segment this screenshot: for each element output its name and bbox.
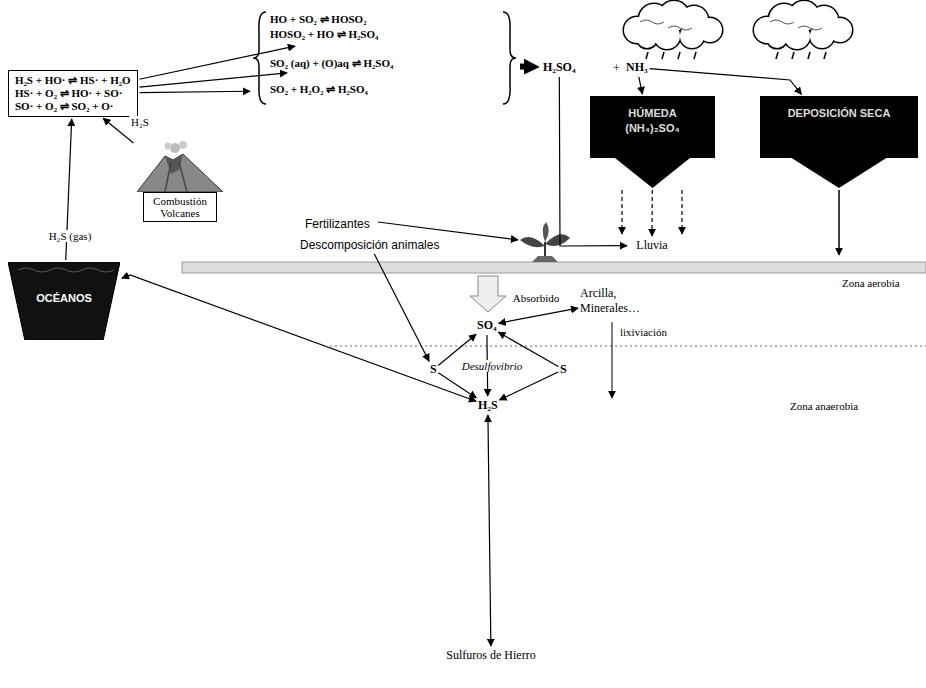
- reaction-box: H₂S + HO· ⇌ HS· + H₂OHS· + O₂ ⇌ HO· + SO…: [8, 70, 138, 117]
- process-label: lixiviación: [620, 326, 667, 338]
- node-text: HOSO₂ + HO ⇌ H₂SO₄: [270, 27, 500, 42]
- node-text: HO + SO₂ ⇌ HOSO₂: [270, 12, 500, 27]
- zone-boundary: [330, 346, 926, 347]
- node-text: Sulfuros de Hierro: [430, 648, 552, 663]
- node-text: H₂S + HO· ⇌ HS· + H₂O: [15, 74, 131, 87]
- node-text: HS· + O₂ ⇌ HO· + SO·: [15, 87, 131, 100]
- left-brace: [253, 12, 266, 104]
- source-label: Descomposición animales: [300, 238, 439, 252]
- zone-label: Zona anaerobia: [790, 400, 858, 412]
- flow-arrow: [140, 91, 250, 92]
- edge-label: H₂S (gas): [47, 230, 94, 242]
- compound-label: H₂SO₄: [543, 60, 576, 75]
- node-text: OCÉANOS: [8, 292, 120, 304]
- source-label: Fertilizantes: [305, 217, 370, 231]
- compound-label: SO₄: [477, 318, 497, 333]
- node-text: Descomposición animales: [300, 238, 439, 252]
- node-text: H₂S: [478, 398, 498, 413]
- node-text: NH₃: [626, 60, 648, 75]
- deposition-box: HÚMEDA(NH₄)₂SO₄: [590, 96, 715, 188]
- compound-label: S: [560, 362, 567, 377]
- operator-sign: +: [613, 61, 620, 76]
- volcano-picture: [135, 140, 225, 192]
- node-text: SO₂ + H₂O₂ ⇌ H₂SO₄: [270, 82, 500, 97]
- compound-label: H₂S: [478, 398, 498, 413]
- node-text: DEPOSICIÓN SECA: [764, 106, 914, 121]
- flow-arrow: [499, 308, 578, 323]
- reaction-group: SO₂ + H₂O₂ ⇌ H₂SO₄: [270, 82, 500, 97]
- rain-arrow: [621, 190, 622, 234]
- thick-arrow: [520, 64, 527, 70]
- dry-deposition-arrow: [838, 190, 840, 255]
- edge-label: Desulfovibrio: [460, 360, 525, 372]
- rain-label: Lluvia: [629, 238, 675, 253]
- flow-arrow: [499, 372, 558, 400]
- flow-arrow: [374, 254, 429, 361]
- node-text: (NH₄)₂SO₄: [594, 121, 711, 136]
- node-text: SO₄: [477, 318, 497, 333]
- node-text: HÚMEDA: [594, 106, 711, 121]
- reaction-group: SO₂ (aq) + (O)aq ⇌ H₂SO₄: [270, 56, 500, 71]
- flow-arrow: [650, 69, 802, 95]
- node-text: Lluvia: [629, 238, 675, 253]
- compound-label: S: [430, 362, 437, 377]
- ocean-reservoir: OCÉANOS: [8, 262, 120, 340]
- edge-label: H₂S: [129, 116, 151, 128]
- flow-arrow: [488, 415, 491, 646]
- edge-label: Absorbido: [511, 292, 561, 304]
- compound-label: NH₃: [626, 60, 648, 75]
- plant: [520, 222, 570, 262]
- rain-arrow: [681, 190, 682, 234]
- node-text: Combustión Volcanes: [143, 192, 217, 222]
- node-text: SO· + O₂ ⇌ SO₂ + O·: [15, 100, 131, 113]
- node-text: S: [560, 362, 567, 377]
- node-text: S: [430, 362, 437, 377]
- mineral-label: Arcilla, Minerales…: [580, 286, 652, 316]
- rain-drops: [646, 52, 826, 59]
- flow-arrow: [651, 190, 652, 236]
- volcano-source: Combustión Volcanes: [135, 140, 225, 222]
- node-text: Fertilizantes: [305, 217, 370, 231]
- flow-arrow: [140, 73, 287, 87]
- leaching-arrow: [612, 322, 613, 398]
- sink-label: Sulfuros de Hierro: [430, 648, 552, 663]
- node-text: H₂SO₄: [543, 60, 576, 75]
- downward-arrow: [470, 276, 506, 312]
- fertilizer-arrow: [378, 222, 518, 240]
- right-brace: [503, 12, 516, 104]
- node-text: Arcilla, Minerales…: [580, 286, 652, 316]
- zone-label: Zona aerobia: [842, 277, 900, 289]
- reaction-group: HO + SO₂ ⇌ HOSO₂HOSO₂ + HO ⇌ H₂SO₄: [270, 12, 500, 42]
- flow-arrow: [639, 77, 643, 94]
- flow-arrow: [122, 275, 476, 401]
- cloud: [624, 1, 852, 49]
- node-text: SO₂ (aq) + (O)aq ⇌ H₂SO₄: [270, 56, 500, 71]
- ground-band: [182, 262, 926, 273]
- deposition-box: DEPOSICIÓN SECA: [760, 96, 918, 188]
